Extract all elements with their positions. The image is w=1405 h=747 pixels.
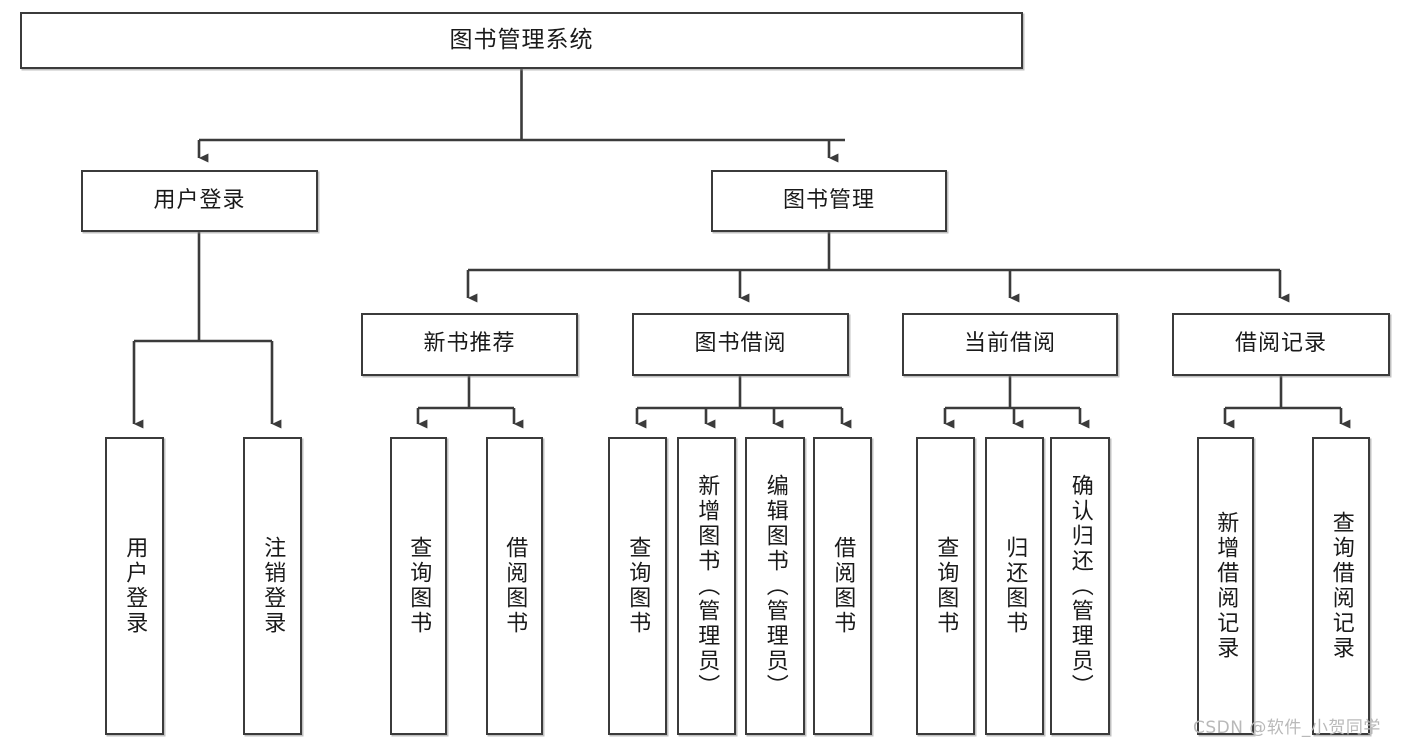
node-label: 图书借阅 [694, 331, 787, 357]
node-label: 归还图书 [1002, 536, 1028, 636]
node-current-borrow[interactable]: 当前借阅 [902, 313, 1118, 376]
node-book-management[interactable]: 图书管理 [711, 170, 947, 232]
node-label: 查询图书 [406, 536, 432, 636]
node-new-book-recommend[interactable]: 新书推荐 [361, 313, 578, 376]
leaf-book-borrow-borrow-book[interactable]: 借阅图书 [813, 437, 872, 735]
node-label: 新书推荐 [423, 331, 516, 357]
leaf-borrow-records-query-record[interactable]: 查询借阅记录 [1312, 437, 1370, 735]
leaf-book-borrow-edit-book-admin[interactable]: 编辑图书（管理员） [745, 437, 805, 735]
leaf-book-borrow-add-book-admin[interactable]: 新增图书（管理员） [677, 437, 736, 735]
node-label: 确认归还（管理员） [1067, 473, 1093, 699]
leaf-user-login-logout[interactable]: 注销登录 [243, 437, 302, 735]
leaf-borrow-records-add-record[interactable]: 新增借阅记录 [1197, 437, 1254, 735]
leaf-new-book-borrow-book[interactable]: 借阅图书 [486, 437, 543, 735]
node-label: 借阅记录 [1234, 331, 1327, 357]
leaf-current-borrow-query-book[interactable]: 查询图书 [916, 437, 975, 735]
leaf-user-login-login[interactable]: 用户登录 [105, 437, 164, 735]
node-label: 编辑图书（管理员） [762, 473, 788, 699]
node-label: 图书管理系统 [449, 26, 594, 53]
node-label: 查询图书 [625, 536, 651, 636]
node-label: 图书管理 [782, 187, 875, 213]
node-label: 新增借阅记录 [1213, 511, 1239, 661]
node-user-login[interactable]: 用户登录 [81, 170, 318, 232]
node-label: 新增图书（管理员） [694, 473, 720, 699]
csdn-watermark: CSDN @软件_小贺同学 [1193, 718, 1381, 738]
node-borrow-records[interactable]: 借阅记录 [1172, 313, 1390, 376]
node-label: 用户登录 [122, 536, 148, 636]
node-root-book-management-system[interactable]: 图书管理系统 [20, 12, 1023, 69]
leaf-current-borrow-confirm-return-admin[interactable]: 确认归还（管理员） [1050, 437, 1110, 735]
node-label: 用户登录 [153, 187, 246, 213]
node-label: 借阅图书 [502, 536, 528, 636]
node-label: 当前借阅 [963, 331, 1056, 357]
leaf-new-book-query-book[interactable]: 查询图书 [390, 437, 447, 735]
leaf-current-borrow-return-book[interactable]: 归还图书 [985, 437, 1044, 735]
node-label: 借阅图书 [830, 536, 856, 636]
node-book-borrow[interactable]: 图书借阅 [632, 313, 849, 376]
node-label: 查询图书 [933, 536, 959, 636]
leaf-book-borrow-query-book[interactable]: 查询图书 [608, 437, 667, 735]
node-label: 注销登录 [260, 536, 286, 636]
node-label: 查询借阅记录 [1328, 511, 1354, 661]
